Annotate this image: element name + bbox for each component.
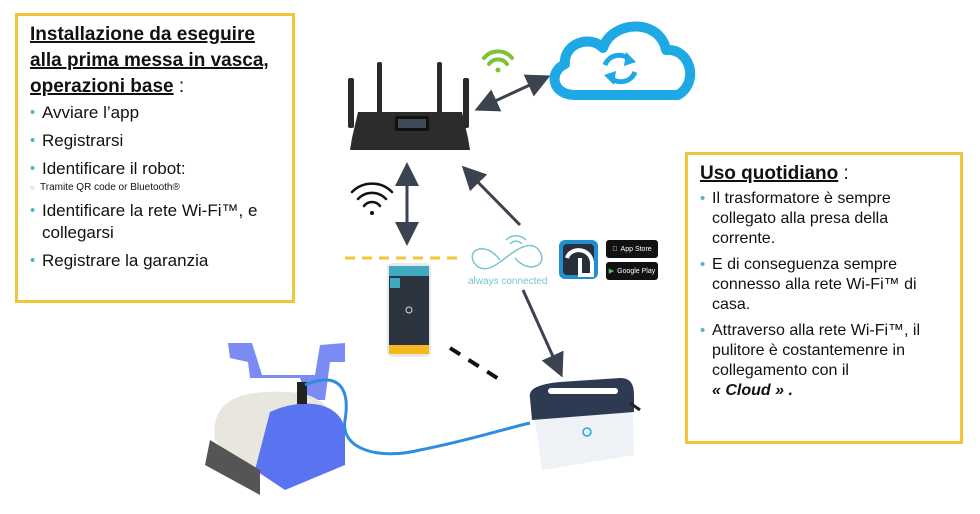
router-icon (348, 62, 470, 150)
google-play-badge[interactable]: ▶Google Play (606, 262, 658, 280)
daily-item-text: Attraverso alla rete Wi-Fi™, il pulitore… (712, 322, 921, 379)
dolphin-app-icon[interactable] (559, 240, 598, 279)
wifi-black-icon (350, 182, 394, 215)
cloud-quote-open: « (712, 382, 726, 399)
setup-instructions-box: Installazione da eseguire alla prima mes… (15, 13, 295, 303)
setup-list: Avviare l’app Registrarsi Identificare i… (30, 102, 280, 272)
daily-list: Il trasformatore è sempre collegato alla… (700, 189, 948, 401)
app-store-badge[interactable]: App Store (606, 240, 658, 258)
setup-item: Identificare il robot: (30, 158, 280, 180)
setup-item: Registrarsi (30, 130, 280, 152)
daily-title-suffix: : (838, 163, 849, 184)
cloud-label: « Cloud » . (712, 382, 793, 399)
daily-title-text: Uso quotidiano (700, 163, 839, 184)
arrow-base-router (461, 165, 522, 227)
cloud-sync-icon (549, 21, 696, 100)
daily-title: Uso quotidiano : (700, 161, 948, 187)
cloud-quote-close: » . (770, 382, 793, 399)
smartphone-icon (387, 263, 431, 357)
arrow-to-power-supply (521, 289, 564, 378)
arrow-router-cloud (474, 74, 551, 112)
setup-item: Registrare la garanzia (30, 250, 280, 272)
setup-item: Avviare l’app (30, 102, 280, 124)
setup-title-line2: alla prima messa in vasca, (30, 50, 269, 71)
daily-use-box: Uso quotidiano : Il trasformatore è semp… (685, 152, 963, 444)
daily-item: Il trasformatore è sempre collegato alla… (700, 189, 948, 249)
apple-icon:  (612, 246, 617, 253)
always-connected-logo (471, 235, 543, 270)
setup-title-suffix: : (173, 76, 185, 97)
always-connected-text: always connected (468, 276, 548, 287)
google-play-icon: ▶ (608, 268, 615, 275)
google-play-label: Google Play (617, 267, 656, 275)
pool-robot-image (205, 343, 531, 495)
daily-item: Attraverso alla rete Wi-Fi™, il pulitore… (700, 321, 948, 401)
setup-item: Identificare la rete Wi-Fi™, e collegars… (30, 200, 280, 244)
wifi-green-icon (482, 49, 514, 73)
cloud-word: Cloud (725, 382, 771, 399)
setup-title-line3: operazioni base (30, 76, 174, 97)
app-store-label: App Store (617, 245, 652, 253)
bluetooth-link-line (448, 346, 507, 385)
setup-title-line1: Installazione da eseguire (30, 24, 255, 45)
setup-subitem: Tramite QR code or Bluetooth® (30, 182, 280, 194)
daily-item: E di conseguenza sempre connesso alla re… (700, 255, 948, 315)
power-supply-image (529, 378, 641, 470)
setup-title: Installazione da eseguire alla prima mes… (30, 22, 280, 100)
